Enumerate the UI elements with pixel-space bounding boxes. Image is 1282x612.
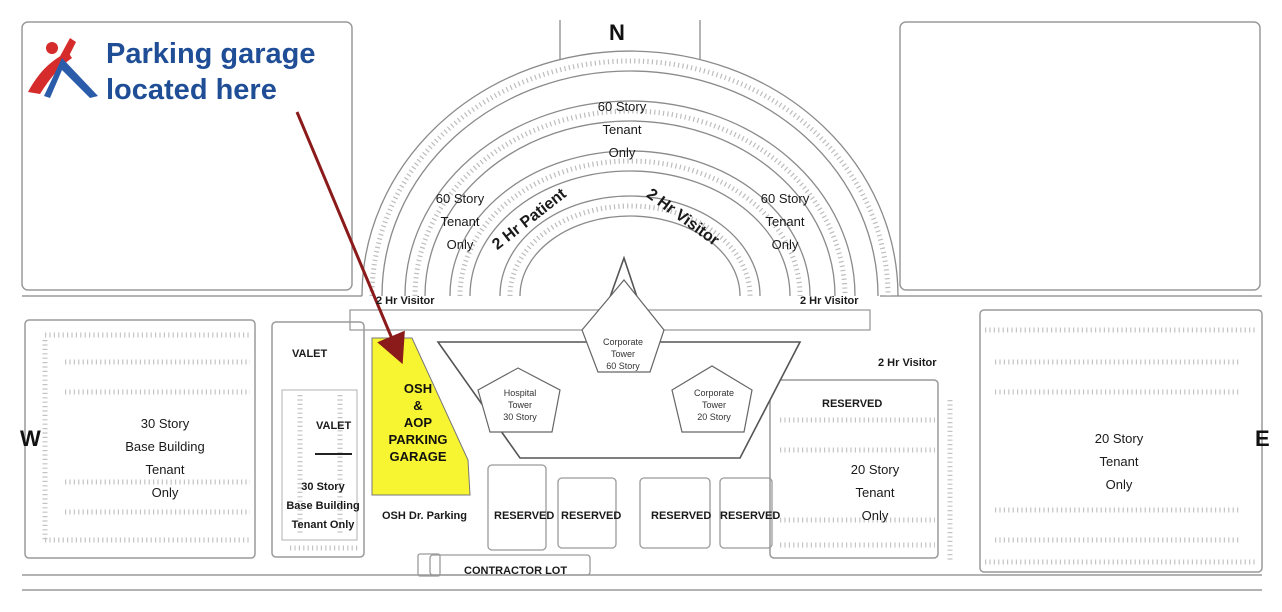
callout-line-1: Parking garage — [106, 38, 316, 70]
tower-label-line: Corporate — [693, 388, 735, 398]
lot-label-line: Only — [861, 508, 889, 523]
tower-corporate-20[interactable]: Corporate Tower 20 Story — [677, 387, 751, 423]
label-valet-top: VALET — [292, 348, 328, 360]
lot-label-line: 20 Story — [850, 462, 900, 477]
lot-label-line: 60 Story — [597, 99, 647, 114]
lot-east-outer[interactable]: 20 Story Tenant Only — [1074, 427, 1164, 496]
label-reserved-4: RESERVED — [720, 510, 781, 522]
lot-label-line: 20 Story — [1094, 431, 1144, 446]
garage-label-line: AOP — [403, 415, 433, 430]
tower-label-line: 20 Story — [697, 412, 731, 422]
tower-hospital[interactable]: Hospital Tower 30 Story — [483, 387, 557, 423]
label-visitor-right: 2 Hr Visitor — [800, 295, 859, 307]
label-valet-mid: VALET — [316, 420, 352, 432]
lot-label-line: Only — [446, 237, 474, 252]
tower-label-line: Tower — [610, 349, 635, 359]
ring-stall-marks — [369, 58, 891, 297]
central-lots — [349, 309, 871, 577]
compass-west: W — [20, 426, 41, 451]
lot-west-small[interactable]: 30 Story Base Building Tenant Only — [282, 478, 364, 535]
lot-label-line: Tenant — [440, 214, 480, 229]
compass-east: E — [1255, 426, 1270, 451]
lot-label-line: Tenant — [855, 485, 895, 500]
tower-label-line: Tower — [507, 400, 532, 410]
lot-label-line: Tenant — [1099, 454, 1139, 469]
garage-label-line: GARAGE — [389, 449, 447, 464]
north-parking-rings — [361, 50, 899, 297]
parking-garage-label[interactable]: OSH & AOP PARKING GARAGE — [378, 380, 458, 465]
label-reserved-3: RESERVED — [651, 510, 712, 522]
tower-label-line: 60 Story — [606, 361, 640, 371]
lot-north-center[interactable]: 60 Story Tenant Only — [580, 95, 664, 164]
lot-label-line: Tenant Only — [291, 519, 355, 531]
parking-garage-highlight[interactable] — [371, 337, 471, 496]
tower-label-line: 30 Story — [503, 412, 537, 422]
lot-west[interactable]: 30 Story Base Building Tenant Only — [100, 412, 230, 504]
lot-label-line: 60 Story — [435, 191, 485, 206]
tower-label-line: Hospital — [503, 388, 537, 398]
lot-label-line: Tenant — [602, 122, 642, 137]
lot-label-line: 30 Story — [301, 481, 345, 493]
label-contractor-lot: CONTRACTOR LOT — [464, 565, 568, 577]
callout-text: Parking garage located here — [106, 36, 316, 108]
label-reserved-1: RESERVED — [494, 510, 555, 522]
staff-figure-logo — [28, 38, 98, 98]
west-small-lot — [271, 321, 365, 558]
hospital-building — [436, 255, 802, 459]
lot-label-line: Tenant — [145, 462, 185, 477]
garage-label-line: OSH — [403, 381, 433, 396]
tower-label-line: Tower — [701, 400, 726, 410]
label-reserved-2: RESERVED — [561, 510, 622, 522]
west-lot — [24, 319, 256, 559]
label-visitor-east: 2 Hr Visitor — [878, 357, 937, 369]
lot-label-line: Only — [151, 485, 179, 500]
callout-line-2: located here — [106, 74, 277, 106]
lot-label-line: 60 Story — [760, 191, 810, 206]
lot-north-left[interactable]: 60 Story Tenant Only — [418, 187, 502, 256]
label-reserved-east: RESERVED — [822, 398, 883, 410]
lot-east-inner[interactable]: 20 Story Tenant Only — [830, 458, 920, 527]
garage-label-line: & — [413, 398, 423, 413]
lot-label-line: Only — [608, 145, 636, 160]
lot-north-right[interactable]: 60 Story Tenant Only — [743, 187, 827, 256]
lot-label-line: Only — [1105, 477, 1133, 492]
tower-label-line: Corporate — [602, 337, 644, 347]
label-osh-dr-parking: OSH Dr. Parking — [382, 510, 467, 522]
callout-arrow — [295, 111, 405, 365]
lot-label-line: Base Building — [286, 500, 360, 512]
compass-north: N — [609, 20, 625, 45]
lot-label-line: Tenant — [765, 214, 805, 229]
roads — [21, 20, 1262, 591]
lot-label-line: Only — [771, 237, 799, 252]
label-visitor-left: 2 Hr Visitor — [376, 295, 435, 307]
lot-label-line: 30 Story — [140, 416, 190, 431]
tower-corporate-60[interactable]: Corporate Tower 60 Story — [586, 336, 660, 372]
garage-label-line: PARKING — [388, 432, 448, 447]
east-lots — [769, 309, 1263, 573]
lot-label-line: Base Building — [125, 439, 205, 454]
